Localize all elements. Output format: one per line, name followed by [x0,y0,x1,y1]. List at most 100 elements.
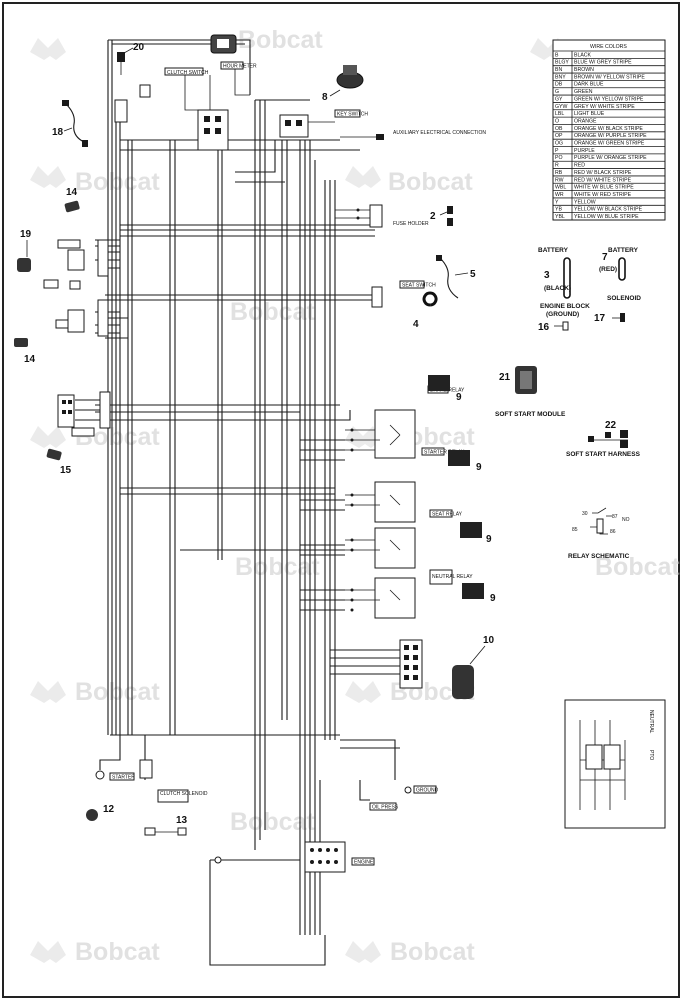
component-14b: 14 [14,338,36,365]
wire-color-code: OG [555,141,563,147]
wire-color-name: YELLOW W/ BLACK STRIPE [574,207,643,213]
watermark-text: Bobcat [235,553,320,581]
clutch-solenoid-label: CLUTCH SOLENOID [160,791,208,797]
red-label: (RED) [599,266,617,273]
component-12: 12 [86,804,115,821]
wire-color-name: BROWN W/ YELLOW STRIPE [574,74,645,80]
soft-start-legend: 21 SOFT START MODULE 22 SOFT START HARNE… [495,366,641,458]
starter-label: STARTER [112,775,135,781]
ground: GROUND [404,785,439,794]
wire-color-code: YB [555,207,562,213]
component-18: 18 [52,100,88,147]
wire-colors-title: WIRE COLORS [590,44,627,50]
wire-color-code: BN [555,67,562,73]
watermark-text: Bobcat [238,26,323,54]
callout-12: 12 [103,804,115,815]
black-label: (BLACK) [544,285,571,292]
wire-color-name: BLUE W/ GREY STRIPE [574,60,632,66]
callout-18: 18 [52,127,64,138]
wire-color-code: WR [555,192,564,198]
callout-3: 3 [544,270,550,281]
callout-22: 22 [605,420,617,431]
wire-color-code: PO [555,155,563,161]
aux-connection: AUXILIARY ELECTRICAL CONNECTION [340,130,486,140]
engine-connector: ENGINE [214,841,375,873]
wire-color-name: PURPLE [574,148,595,154]
component-1 [210,34,237,54]
wire-color-code: Y [555,199,559,205]
callout-9d: 9 [490,593,496,604]
relay-schematic-legend: 30 87 NO 86 85 RELAY SCHEMATIC [568,507,630,560]
component-20: 20 [117,42,145,75]
wire-color-name: RED W/ BLACK STRIPE [574,170,632,176]
soft-start-module-label: SOFT START MODULE [495,411,566,418]
watermark-text: Bobcat [75,938,160,966]
key-switch-connector: KEY SWITCH [279,109,368,138]
callout-5: 5 [470,269,476,280]
wire-color-name: ORANGE [574,118,597,124]
wire-color-name: LIGHT BLUE [574,111,605,117]
relay-9-brake: BRAKE RELAY 9 [427,375,465,403]
component-19: 19 [17,229,32,272]
relay-schematic-label: RELAY SCHEMATIC [568,553,630,560]
wire-color-name: RED W/ WHITE STRIPE [574,177,632,183]
watermark-text: Bobcat [388,168,473,196]
wire-color-code: DB [555,82,563,88]
watermark-text: Bobcat [75,678,160,706]
wire-color-name: BROWN [574,67,594,73]
starter-relay-label: STARTER RELAY [424,450,465,456]
pto-schematic-label: PTO [648,750,654,760]
fuse-holder: FUSE HOLDER [335,204,429,228]
callout-13: 13 [176,815,188,826]
wire-color-code: G [555,89,559,95]
wire-color-name: WHITE W/ RED STRIPE [574,192,632,198]
ground-paren-label: (GROUND) [546,311,579,318]
callout-19: 19 [20,229,32,240]
callout-17: 17 [594,313,606,324]
soft-start-harness-label: SOFT START HARNESS [566,451,641,458]
relay-9-starter: STARTER RELAY 9 [421,447,482,473]
solenoid-label: SOLENOID [607,295,641,302]
trunk-connector-a [114,84,151,123]
callout-9b: 9 [476,462,482,473]
pin-87: 87 [612,514,618,520]
wire-color-code: OP [555,133,563,139]
neutral-relay-label: NEUTRAL RELAY [432,574,473,580]
pin-86: 86 [610,529,616,535]
watermark-text: Bobcat [75,168,160,196]
wire-color-code: RB [555,170,563,176]
callout-9a: 9 [456,392,462,403]
wire-color-name: ORANGE W/ GREEN STRIPE [574,141,645,147]
watermark-text: Bobcat [595,553,680,581]
watermark-text: Bobcat [230,298,315,326]
wire-color-name: ORANGE W/ BLACK STRIPE [574,126,643,132]
wire-color-code: O [555,118,559,124]
wire-color-code: OB [555,126,563,132]
wire-color-name: RED [574,163,585,169]
ground-label: GROUND [416,788,439,794]
callout-20: 20 [133,42,145,53]
pin-30: 30 [582,511,588,517]
battery-left-label: BATTERY [538,247,569,254]
pin-no: NO [622,517,630,523]
hour-meter: HOUR METER [220,61,257,96]
callout-14a: 14 [66,187,78,198]
seat-switch-label: SEAT SWITCH [402,283,436,289]
component-5: 5 [436,255,476,299]
component-14a: 14 [64,187,80,213]
seat-relay-label: SEAT RELAY [432,512,463,518]
clutch-switch-label: CLUTCH SWITCH [167,70,209,76]
relay-sockets [345,409,416,619]
starter: STARTER [95,759,153,781]
relay-9-seat: SEAT RELAY 9 [429,509,492,545]
component-15: 15 [46,448,72,476]
component-13: 13 [144,815,188,836]
battery-legend: BATTERY BATTERY 3 (BLACK) 7 (RED) ENGINE… [538,247,641,333]
oil-press-label: OIL PRESS [372,805,399,811]
wire-color-code: LBL [555,111,564,117]
key-switch-label: KEY SWITCH [337,112,368,118]
